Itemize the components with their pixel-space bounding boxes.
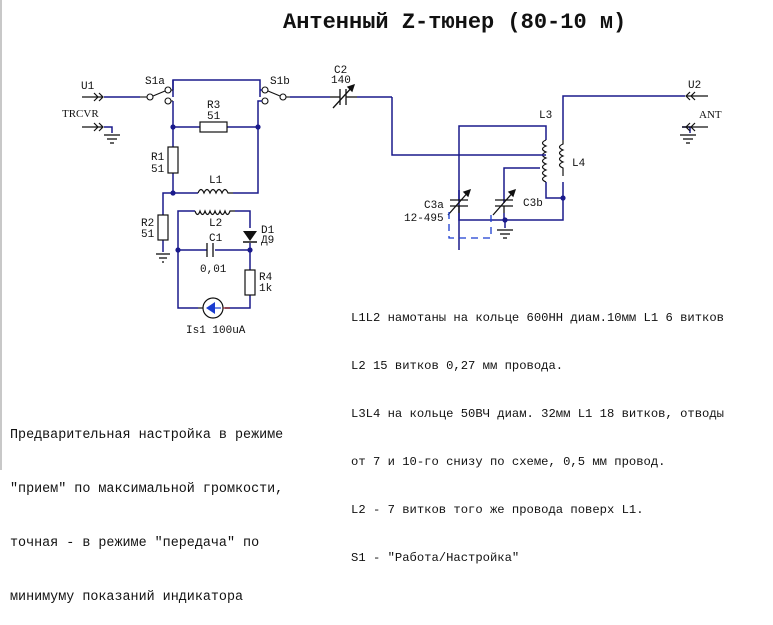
gang-link	[448, 212, 492, 239]
label-r4-value: 1k	[259, 283, 273, 295]
note-line: L3L4 на кольце 50ВЧ диам. 32мм L1 18 вит…	[351, 407, 724, 421]
note-line: L1L2 намотаны на кольце 600НН диам.10мм …	[351, 311, 724, 325]
inductor-l3	[541, 139, 548, 183]
instruction-line: точная - в режиме "передача" по	[10, 536, 260, 551]
note-line: L2 15 витков 0,27 мм провода.	[351, 359, 564, 373]
note-line: от 7 и 10-го снизу по схеме, 0,5 мм пров…	[351, 455, 666, 469]
resistor-icons	[157, 121, 256, 296]
instruction-line: минимуму показаний индикатора	[10, 590, 244, 605]
variable-capacitor-c3b	[492, 188, 517, 216]
label-l1: L1	[209, 175, 223, 187]
current-source-is1	[198, 297, 230, 319]
label-trcvr: TRCVR	[62, 108, 99, 120]
label-ant: ANT	[699, 109, 722, 121]
wires	[104, 79, 691, 309]
label-c3a: C3a	[424, 200, 444, 212]
instruction-line: "прием" по максимальной громкости,	[10, 482, 284, 497]
variable-capacitor-c2	[330, 83, 357, 109]
resistor-r3	[199, 121, 228, 133]
resistor-r1	[167, 146, 179, 174]
schematic: U1 TRCVR S1a S1b C2 140 R3 51 R1 51 L1 R…	[62, 65, 722, 337]
label-d1-value: Д9	[261, 235, 274, 247]
label-c1-value: 0,01	[200, 264, 227, 276]
label-d1: D1	[261, 225, 275, 237]
diagram-title: Антенный Z-тюнер (80-10 м)	[283, 10, 627, 35]
winding-notes: L1L2 намотаны на кольце 600НН диам.10мм …	[351, 278, 724, 582]
capacitor-c1	[206, 243, 214, 257]
label-r1-value: 51	[151, 164, 165, 176]
label-r3-value: 51	[207, 111, 221, 123]
label-r4: R4	[259, 272, 273, 284]
label-r3: R3	[207, 100, 220, 112]
label-c1: C1	[209, 233, 223, 245]
label-s1a: S1a	[145, 76, 165, 88]
switch-s1a	[140, 86, 173, 105]
label-c3b: C3b	[523, 198, 543, 210]
diode-d1	[243, 231, 257, 243]
variable-capacitor-c3a	[447, 188, 472, 216]
label-r1: R1	[151, 152, 165, 164]
label-u1: U1	[81, 81, 95, 93]
instruction-line: Предварительная настройка в режиме	[10, 428, 284, 443]
tuning-instructions: Предварительная настройка в режиме "прие…	[10, 391, 283, 625]
label-c3a-value: 12-495	[404, 213, 444, 225]
junction-nodes	[170, 124, 566, 253]
label-c2-value: 140	[331, 75, 351, 87]
label-c2: C2	[334, 65, 347, 77]
left-border	[0, 0, 2, 470]
label-r2: R2	[141, 218, 154, 230]
resistor-r4	[244, 269, 256, 296]
inductor-l4	[558, 140, 565, 176]
resistor-r2	[157, 214, 169, 241]
label-l2: L2	[209, 218, 222, 230]
label-is1: Is1 100uA	[186, 325, 246, 337]
inductor-l2	[194, 209, 235, 216]
switch-s1b	[261, 86, 290, 105]
ground-icon	[104, 134, 696, 263]
label-u2: U2	[688, 80, 701, 92]
label-s1b: S1b	[270, 76, 290, 88]
label-l3: L3	[539, 110, 552, 122]
label-r2-value: 51	[141, 229, 155, 241]
connector-arrow-icon	[82, 91, 708, 132]
note-line: L2 - 7 витков того же провода поверх L1.	[351, 503, 644, 517]
label-l4: L4	[572, 158, 586, 170]
note-line: S1 - "Работа/Настройка"	[351, 551, 520, 565]
inductor-l1	[197, 188, 233, 195]
